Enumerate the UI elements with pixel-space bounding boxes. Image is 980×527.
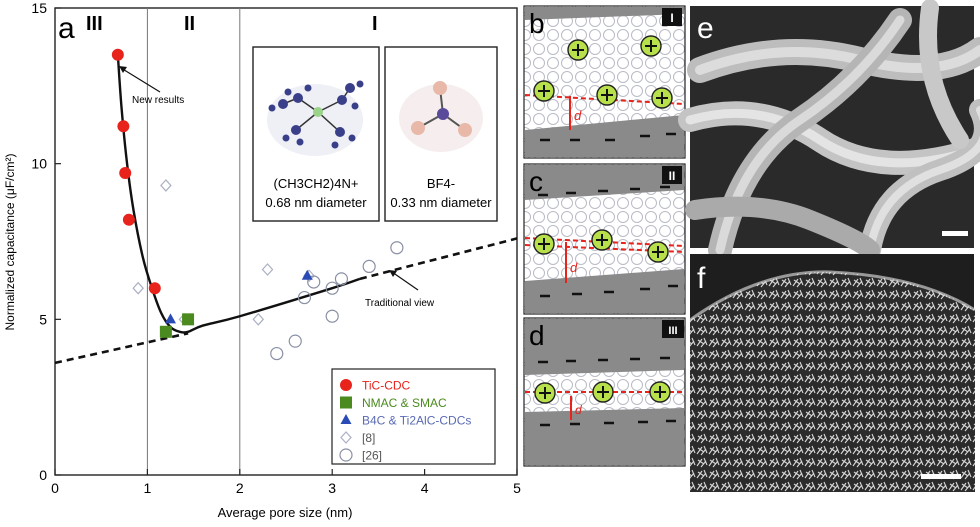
cation-formula: (CH3CH2)4N+: [274, 176, 359, 191]
legend-marker: [340, 414, 352, 424]
legend-marker: [340, 396, 352, 409]
legend-label: [26]: [362, 449, 382, 463]
data-point: [148, 282, 161, 295]
data-point: [301, 269, 313, 280]
panel-label-a: a: [58, 12, 75, 45]
legend-label: B4C & Ti2AlC-CDCs: [362, 414, 471, 428]
panel-b: d b I: [523, 5, 686, 159]
scale-bar-e: [942, 231, 968, 236]
data-point: [132, 281, 144, 295]
pore-tag-b: I: [670, 11, 673, 25]
panel-label-d: d: [529, 320, 545, 351]
y-axis-label: Normalized capacitance (μF/cm²): [3, 154, 17, 331]
new-results-arrowhead: [119, 66, 127, 73]
y-tick-label: 10: [31, 156, 47, 172]
data-point: [307, 275, 321, 289]
annotation-traditional-view: Traditional view: [365, 298, 435, 309]
region-label-III: III: [86, 13, 103, 35]
panel-label-b: b: [529, 8, 545, 39]
legend-box: [331, 368, 496, 465]
scale-bar-f: [921, 474, 961, 479]
x-tick-label: 3: [328, 480, 336, 496]
anion-inset: BF4- 0.33 nm diameter: [384, 46, 498, 222]
data-point: [288, 334, 302, 348]
x-tick-label: 4: [421, 480, 429, 496]
panel-d: d d III: [523, 317, 686, 467]
x-tick-label: 2: [236, 480, 244, 496]
data-point: [252, 312, 265, 326]
y-tick-label: 5: [39, 311, 47, 327]
pore-tag-d: III: [668, 325, 677, 337]
data-point: [159, 325, 172, 338]
data-point: [160, 179, 172, 192]
pore-distance-d: d: [575, 403, 582, 417]
data-point: [165, 313, 176, 324]
legend-marker: [339, 448, 353, 462]
panel-a: a III II I 0 5 10 15 0 1 2 3 4 5 Average pore si…: [3, 0, 521, 520]
data-point: [117, 120, 130, 133]
pore-distance-c: d: [570, 260, 578, 275]
data-markers: [111, 48, 404, 361]
new-results-arrow: [120, 67, 161, 93]
cation-inset: (CH3CH2)4N+ 0.68 nm diameter: [252, 46, 380, 222]
anion-diameter: 0.33 nm diameter: [390, 195, 492, 210]
traditional-view-arrow: [391, 271, 419, 291]
data-point: [122, 213, 135, 226]
data-point: [111, 48, 124, 61]
data-point: [362, 259, 376, 274]
legend-label: TiC-CDC: [362, 379, 411, 393]
legend-label: [8]: [362, 431, 375, 445]
data-point: [334, 272, 349, 286]
data-point: [390, 241, 404, 255]
pore-distance-b: d: [574, 108, 582, 123]
legend-marker: [340, 431, 352, 444]
pore-tag-c: II: [669, 169, 676, 183]
x-tick-label: 0: [51, 480, 59, 496]
data-point: [261, 263, 274, 276]
anion-formula: BF4-: [427, 176, 455, 191]
y-axis-ticks: 0 5 10 15: [31, 0, 61, 483]
data-point: [270, 346, 284, 361]
data-point: [182, 313, 195, 326]
legend-label: NMAC & SMAC: [362, 396, 447, 410]
panel-e: e: [678, 0, 980, 262]
panel-label-f: f: [697, 262, 706, 295]
legend: TiC-CDC NMAC & SMAC B4C & Ti2AlC-CDCs [8] [2…: [339, 379, 471, 463]
panel-label-e: e: [697, 12, 714, 45]
x-axis-ticks: 0 1 2 3 4 5: [51, 469, 521, 496]
cation-diameter: 0.68 nm diameter: [265, 195, 367, 210]
data-point: [297, 290, 312, 305]
trend-line-dashed-right: [359, 237, 518, 281]
legend-marker: [340, 379, 352, 391]
x-tick-label: 1: [144, 480, 152, 496]
y-tick-label: 0: [39, 467, 47, 483]
annotation-new-results: New results: [132, 95, 184, 106]
region-label-I: I: [372, 13, 378, 35]
data-point: [325, 281, 339, 295]
x-axis-label: Average pore size (nm): [218, 505, 353, 520]
panel-f: f: [689, 254, 976, 492]
traditional-view-arrowhead: [389, 270, 397, 277]
region-label-II: II: [184, 13, 195, 35]
data-point: [119, 167, 132, 180]
panel-c: d c II: [523, 163, 686, 315]
y-tick-label: 15: [31, 0, 47, 16]
trend-line-dashed-left: [54, 332, 189, 365]
x-tick-label: 5: [513, 480, 521, 496]
data-point: [325, 309, 339, 323]
panel-label-c: c: [529, 166, 543, 197]
